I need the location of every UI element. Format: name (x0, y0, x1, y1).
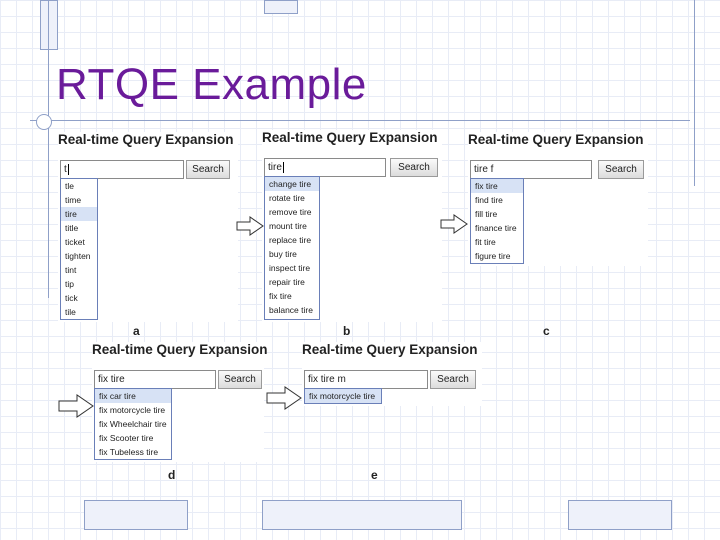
search-button[interactable]: Search (390, 158, 438, 177)
deco-line (30, 120, 690, 121)
pointer-arrow-icon (58, 394, 94, 418)
query-text: fix tire m (308, 374, 346, 385)
suggestion-item-highlighted[interactable]: fix car tire (95, 389, 171, 403)
text-caret (282, 162, 284, 173)
query-text: fix tire (98, 374, 125, 385)
search-button[interactable]: Search (598, 160, 644, 179)
search-button[interactable]: Search (186, 160, 230, 179)
suggestion-item[interactable]: fix Scooter tire (99, 433, 154, 443)
suggestion-item[interactable]: fix Wheelchair tire (99, 419, 167, 429)
suggestion-dropdown: tle time tire title ticket tighten tint … (60, 178, 98, 320)
suggestion-item[interactable]: balance tire (269, 305, 313, 315)
search-input[interactable]: fix tire (94, 370, 216, 389)
suggestion-item[interactable]: fix motorcycle tire (99, 405, 166, 415)
search-button[interactable]: Search (218, 370, 262, 389)
panel-label: a (133, 324, 140, 338)
suggestion-item-highlighted[interactable]: change tire (265, 177, 319, 191)
suggestion-item[interactable]: tighten (65, 251, 91, 261)
deco-circle (36, 114, 52, 130)
suggestion-item[interactable]: tint (65, 265, 77, 275)
search-input[interactable]: tire f (470, 160, 592, 179)
suggestion-item[interactable]: find tire (475, 195, 503, 205)
slide-title: RTQE Example (56, 60, 367, 109)
suggestion-item-highlighted[interactable]: fix motorcycle tire (305, 389, 381, 403)
panel-title: Real-time Query Expansion (262, 130, 438, 145)
suggestion-item[interactable]: inspect tire (269, 263, 311, 273)
suggestion-item[interactable]: replace tire (269, 235, 312, 245)
suggestion-item[interactable]: rotate tire (269, 193, 305, 203)
search-input[interactable]: tire (264, 158, 386, 177)
deco-top-left-box (40, 0, 58, 50)
panel-title: Real-time Query Expansion (92, 342, 268, 357)
rtqe-panel-d: Real-time Query Expansion fix tire Searc… (92, 342, 268, 462)
query-text: t (64, 164, 67, 176)
text-caret (67, 164, 69, 175)
suggestion-item[interactable]: tip (65, 279, 74, 289)
suggestion-item-highlighted[interactable]: fix tire (471, 179, 523, 193)
suggestion-dropdown: fix motorcycle tire (304, 388, 382, 404)
rtqe-panel-a: Real-time Query Expansion t Search tle t… (58, 132, 238, 322)
panel-title: Real-time Query Expansion (468, 132, 644, 147)
suggestion-item[interactable]: ticket (65, 237, 85, 247)
query-text: tire (268, 162, 282, 174)
deco-top-right-box (264, 0, 298, 14)
suggestion-item[interactable]: fix Tubeless tire (99, 447, 159, 457)
suggestion-dropdown: change tire rotate tire remove tire moun… (264, 176, 320, 320)
query-text: tire f (474, 164, 494, 175)
suggestion-item-highlighted[interactable]: tire (61, 207, 97, 221)
rtqe-panel-c: Real-time Query Expansion tire f Search … (468, 132, 648, 266)
suggestion-dropdown: fix tire find tire fill tire finance tir… (470, 178, 524, 264)
deco-bottom-box (568, 500, 672, 530)
pointer-arrow-icon (440, 214, 468, 234)
suggestion-item[interactable]: tick (65, 293, 78, 303)
suggestion-item[interactable]: tle (65, 181, 74, 191)
search-input[interactable]: fix tire m (304, 370, 428, 389)
panel-title: Real-time Query Expansion (58, 132, 234, 147)
suggestion-item[interactable]: fix tire (269, 291, 292, 301)
suggestion-dropdown: fix car tire fix motorcycle tire fix Whe… (94, 388, 172, 460)
suggestion-item[interactable]: tile (65, 307, 76, 317)
suggestion-item[interactable]: fill tire (475, 209, 498, 219)
pointer-arrow-icon (266, 386, 302, 410)
suggestion-item[interactable]: repair tire (269, 277, 305, 287)
suggestion-item[interactable]: mount tire (269, 221, 307, 231)
search-input[interactable]: t (60, 160, 184, 179)
panel-label: d (168, 468, 176, 482)
suggestion-item[interactable]: remove tire (269, 207, 312, 217)
deco-line (48, 0, 49, 298)
pointer-arrow-icon (236, 216, 264, 236)
rtqe-panel-b: Real-time Query Expansion tire Search ch… (262, 130, 442, 322)
suggestion-item[interactable]: finance tire (475, 223, 517, 233)
search-button[interactable]: Search (430, 370, 476, 389)
panel-label: e (371, 468, 378, 482)
suggestion-item[interactable]: title (65, 223, 79, 233)
panel-title: Real-time Query Expansion (302, 342, 478, 357)
panel-label: b (343, 324, 351, 338)
deco-bottom-box (84, 500, 188, 530)
suggestion-item[interactable]: fit tire (475, 237, 496, 247)
rtqe-panel-e: Real-time Query Expansion fix tire m Sea… (302, 342, 482, 406)
suggestion-item[interactable]: buy tire (269, 249, 297, 259)
suggestion-item[interactable]: time (65, 195, 82, 205)
suggestion-item[interactable]: figure tire (475, 251, 511, 261)
panel-label: c (543, 324, 550, 338)
deco-bottom-box (262, 500, 462, 530)
deco-line (694, 0, 695, 186)
